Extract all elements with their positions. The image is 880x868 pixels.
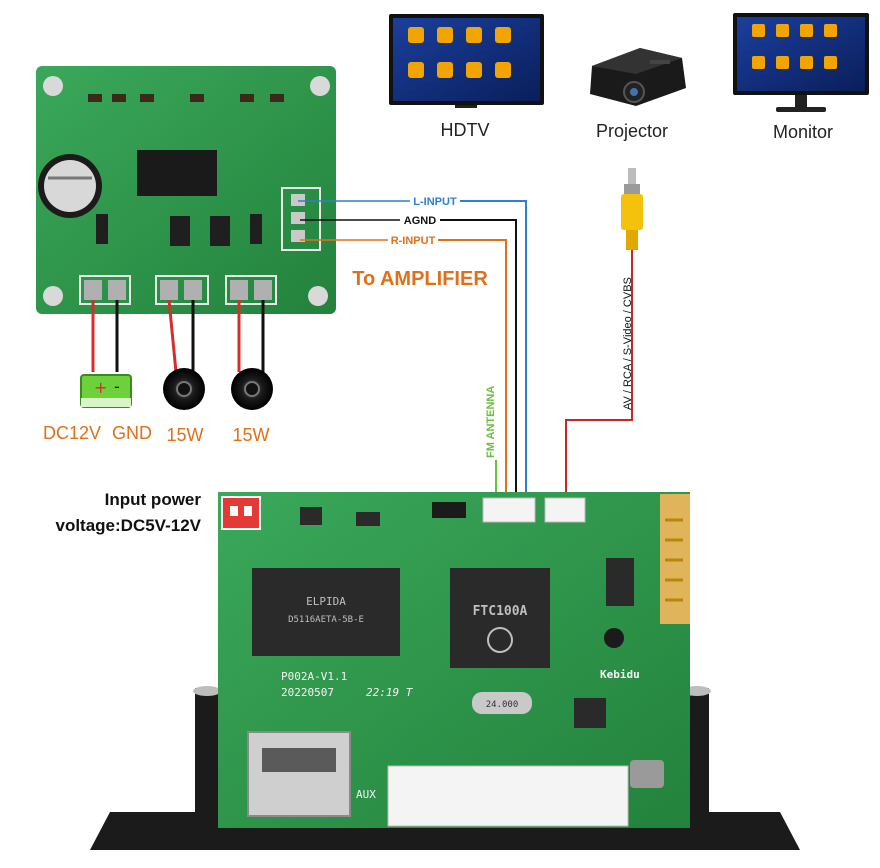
hdtv-screen-icons — [408, 27, 511, 78]
memory-chip-line2: D5116AETA-5B-E — [288, 615, 364, 625]
svg-text:-: - — [114, 377, 120, 396]
video-wire — [565, 250, 633, 500]
projector-icon — [590, 48, 686, 106]
l-input-label: L-INPUT — [413, 196, 457, 208]
crystal-label: 24.000 — [486, 700, 519, 710]
power-label-dc12v: DC12V — [43, 423, 101, 443]
fm-antenna-label: FM ANTENNA — [485, 386, 497, 458]
amplifier-board — [36, 66, 336, 314]
speaker-icon-right — [231, 368, 273, 410]
decoder-board: ELPIDA D5116AETA-5B-E FTC100A 24.000 P00… — [218, 492, 690, 828]
agnd-wire — [300, 219, 517, 500]
l-input-wire — [298, 200, 527, 500]
monitor-label: Monitor — [773, 122, 833, 142]
power-note-line2: voltage:DC5V-12V — [56, 516, 202, 535]
main-chip-label: FTC100A — [473, 604, 528, 619]
monitor-device — [733, 13, 869, 112]
to-amplifier-title: To AMPLIFIER — [352, 268, 488, 290]
hdtv-device — [389, 14, 544, 108]
power-label-gnd: GND — [112, 423, 152, 443]
board-model: P002A-V1.1 — [281, 670, 347, 683]
power-note-line1: Input power — [105, 490, 202, 509]
board-date: 20220507 — [281, 686, 334, 699]
speaker-label-right: 15W — [232, 425, 269, 445]
memory-chip-line1: ELPIDA — [306, 595, 346, 608]
hdtv-label: HDTV — [441, 120, 490, 140]
agnd-label: AGND — [404, 215, 436, 227]
r-input-wire — [300, 239, 507, 500]
svg-text:+: + — [94, 378, 107, 397]
speaker-label-left: 15W — [166, 425, 203, 445]
speaker-icon-left — [163, 368, 205, 410]
board-time-code: 22:19 T — [366, 686, 414, 699]
board-brand: Kebidu — [600, 668, 640, 681]
video-output-label: AV / RCA / S-Video / CVBS — [622, 277, 634, 410]
amp-output-wires — [91, 299, 265, 373]
r-input-label: R-INPUT — [391, 235, 436, 247]
rca-plug-icon — [621, 168, 643, 250]
projector-label: Projector — [596, 121, 668, 141]
aux-label: AUX — [356, 788, 376, 801]
battery-icon: + - — [80, 374, 132, 408]
monitor-screen-icons — [752, 24, 837, 69]
